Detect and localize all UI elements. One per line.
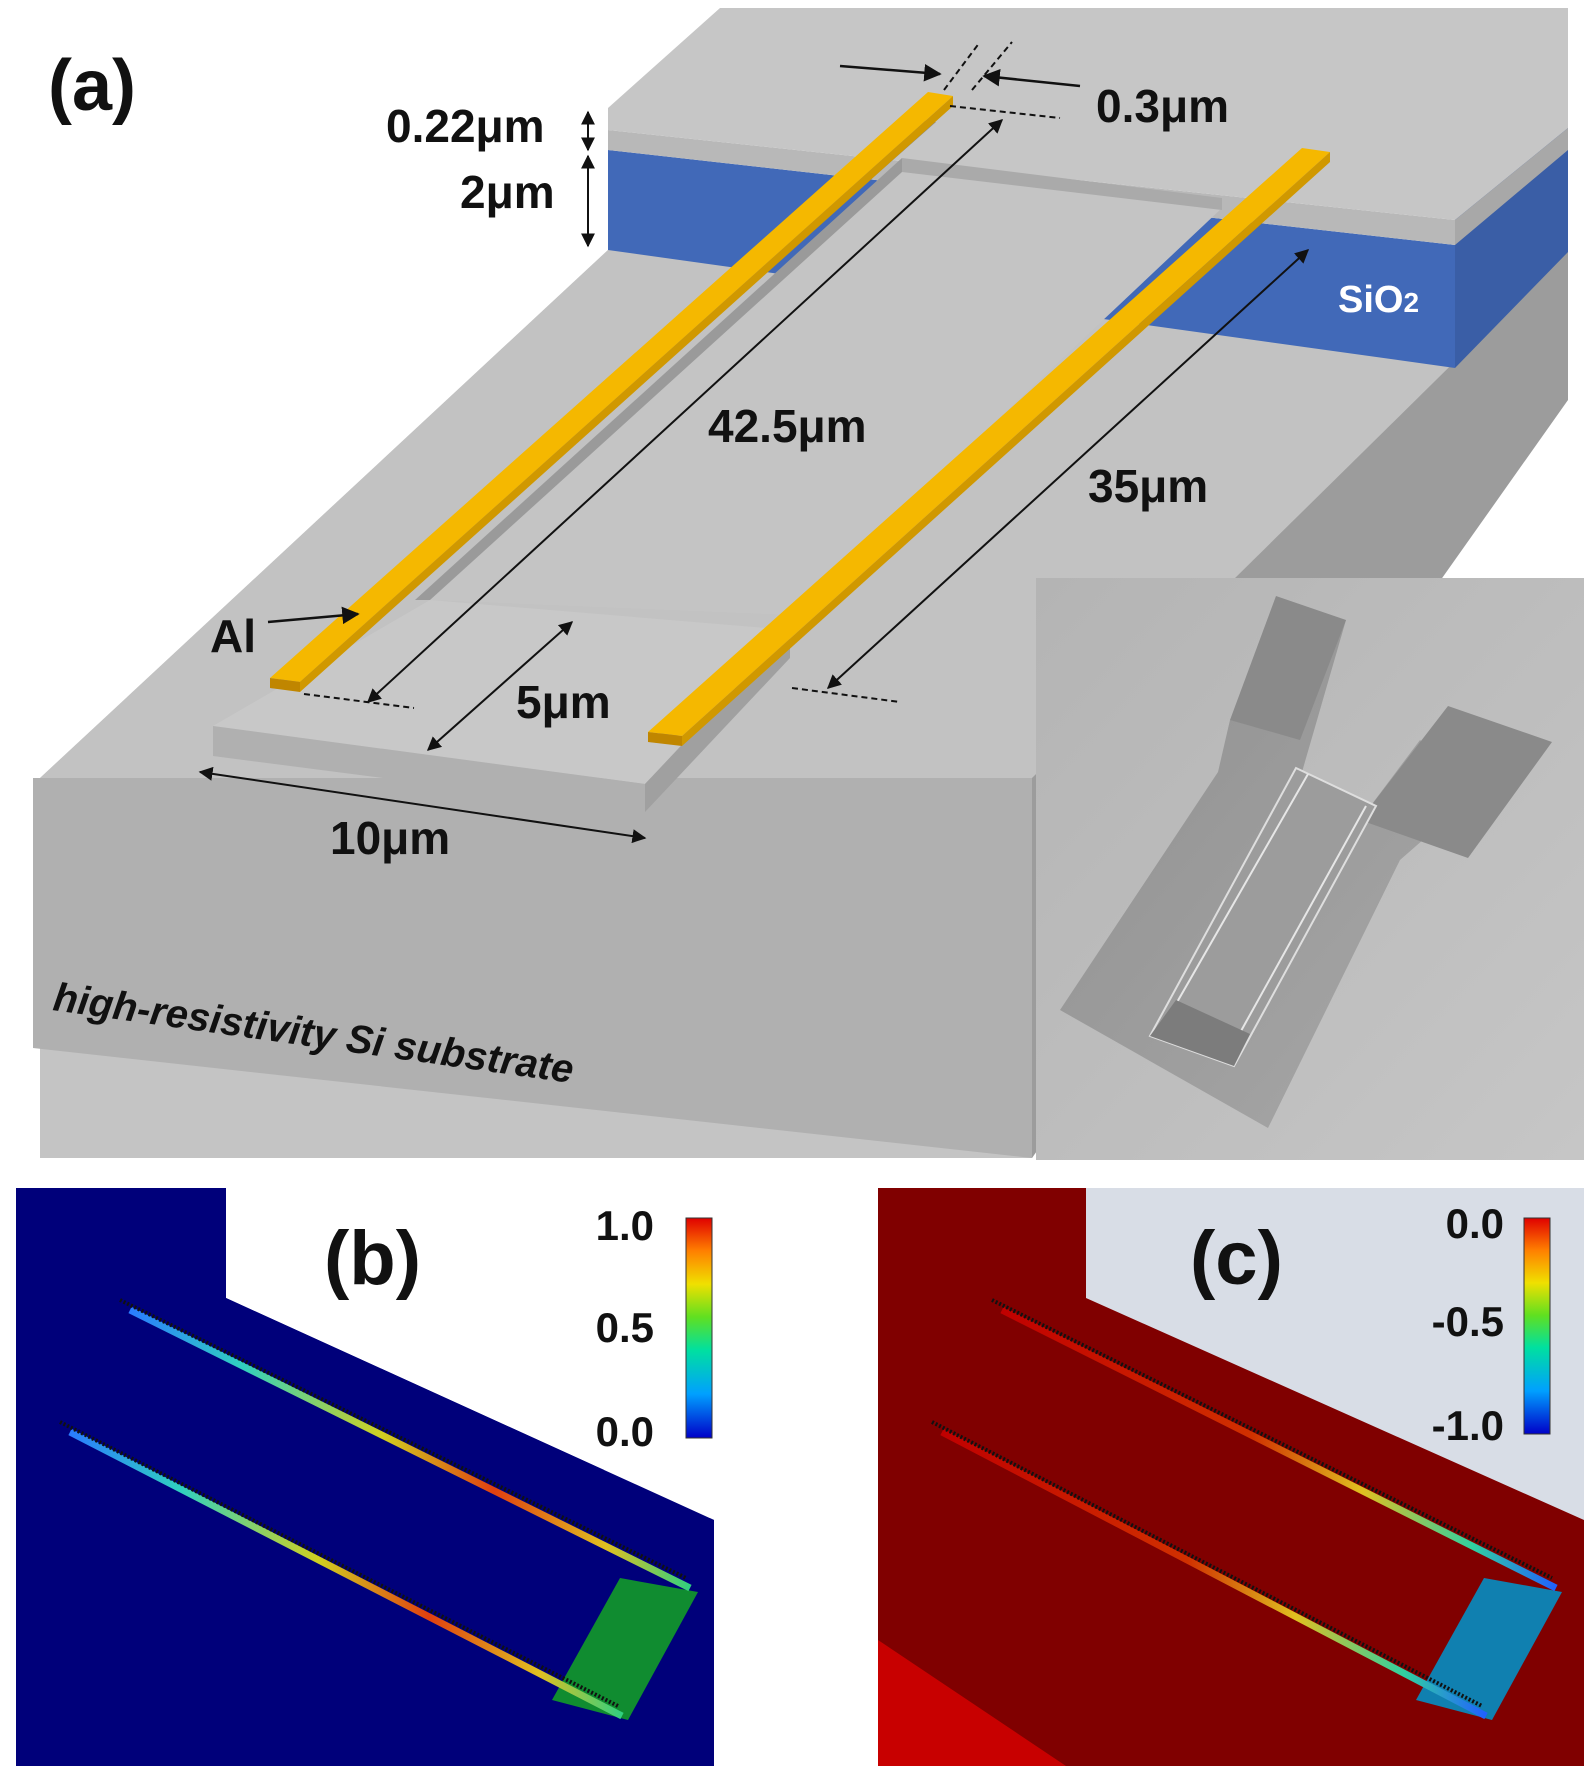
width-arrow xyxy=(198,766,647,844)
short-length-arrow xyxy=(826,249,1310,689)
panel-b-tick-mid: 0.5 xyxy=(596,1304,654,1351)
panel-c-mesh-top xyxy=(991,1298,1553,1580)
panel-c-tick-bottom: -1.0 xyxy=(1432,1402,1504,1449)
panel-c-tick-top: 0.0 xyxy=(1446,1200,1504,1247)
sem-pad-left xyxy=(1230,596,1346,740)
short-bottom-dashed xyxy=(791,687,901,703)
gap-dashed-1 xyxy=(943,41,981,91)
panel-c: (c) 0.0 -0.5 -1.0 xyxy=(878,1188,1584,1766)
sem-beam-right xyxy=(1235,805,1367,1041)
panel-b-label: (b) xyxy=(324,1216,421,1301)
sem-pad-right xyxy=(1360,706,1552,858)
si-layer-top-face xyxy=(608,8,1568,220)
panel-b-mesh-top xyxy=(119,1298,687,1580)
panel-b-beam-bottom xyxy=(68,1428,624,1720)
width-label: 10μm xyxy=(330,812,450,864)
gap-dashed-2 xyxy=(971,41,1013,91)
al-strip-right-front xyxy=(648,732,682,746)
oxide-label: SiO2 xyxy=(1338,279,1419,321)
panel-b: (b) 1.0 0.5 0.0 xyxy=(16,1188,714,1766)
si-thickness-label: 0.22μm xyxy=(386,100,545,152)
panel-b-beam-top xyxy=(128,1306,692,1592)
panel-c-substrate xyxy=(878,1640,1066,1766)
long-length-label: 42.5μm xyxy=(708,400,867,452)
short-length-label: 35μm xyxy=(1088,460,1208,512)
panel-c-tick-mid: -0.5 xyxy=(1432,1298,1504,1345)
end-width-label: 5μm xyxy=(516,676,611,728)
oxide-label-2: 2 xyxy=(1403,287,1419,318)
oxide-label-si: Si xyxy=(1338,279,1374,321)
panel-b-colorbar xyxy=(685,1217,713,1439)
box-thickness-label: 2μm xyxy=(460,166,555,218)
panel-c-beam-top xyxy=(1000,1306,1558,1592)
long-length-arrow xyxy=(366,119,1004,703)
sem-plate xyxy=(1150,1000,1250,1066)
substrate-front-face xyxy=(33,778,1032,1158)
panel-c-mesh-bottom xyxy=(931,1420,1483,1708)
long-top-dashed xyxy=(949,105,1061,119)
panel-a-label: (a) xyxy=(48,46,136,126)
si-layer-right-face xyxy=(1455,128,1568,245)
long-bottom-dashed xyxy=(303,693,415,709)
al-strip-left-front xyxy=(270,678,300,692)
panel-c-label: (c) xyxy=(1190,1216,1283,1301)
gap-label: 0.3μm xyxy=(1096,80,1229,132)
gap-arrow-left xyxy=(839,64,942,82)
al-label: Al xyxy=(210,610,256,662)
panel-a: (a) 0.22μm 2μm 0.3μm 42.5μm 35μm 5μm 10μ… xyxy=(33,8,1568,1158)
panel-b-plate xyxy=(552,1578,698,1720)
panel-b-tick-bottom: 0.0 xyxy=(596,1408,654,1455)
sem-inset xyxy=(1036,578,1584,1160)
panel-c-colorbar xyxy=(1523,1217,1551,1435)
gap-arrow-right xyxy=(982,68,1081,88)
sem-beam-left xyxy=(1175,773,1309,1005)
oxide-label-o: O xyxy=(1374,279,1404,321)
panel-b-tick-top: 1.0 xyxy=(596,1202,654,1249)
panel-c-plate xyxy=(1416,1578,1562,1720)
end-width-arrow xyxy=(426,621,574,751)
panel-b-mesh-bottom xyxy=(59,1420,619,1708)
panel-c-beam-bottom xyxy=(940,1428,1488,1720)
al-pointer-arrow xyxy=(267,606,360,625)
